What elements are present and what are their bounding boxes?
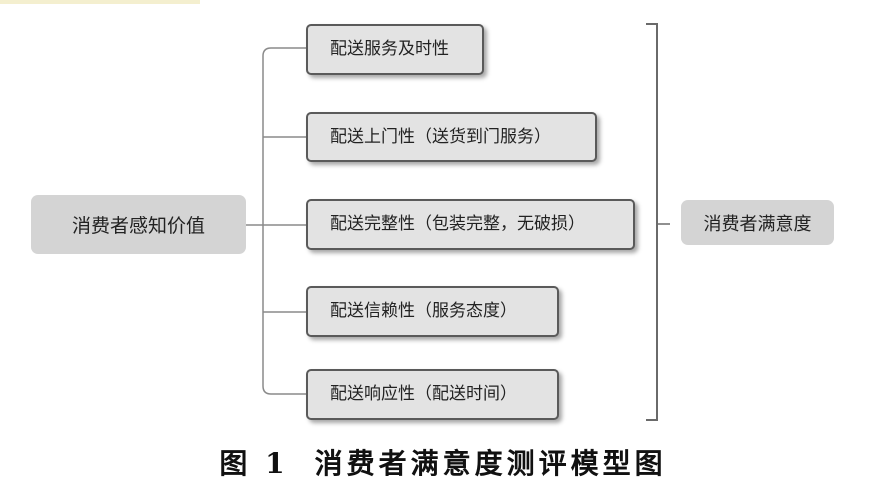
branch-box-1: 配送服务及时性: [306, 24, 484, 75]
left-node-perceived-value: 消费者感知价值: [31, 195, 246, 254]
branch-label-4: 配送信赖性（服务态度）: [330, 301, 517, 321]
branch-box-5: 配送响应性（配送时间）: [306, 369, 559, 420]
top-decoration-strip: [0, 0, 200, 4]
right-node-satisfaction: 消费者满意度: [681, 200, 834, 245]
branch-box-3: 配送完整性（包装完整，无破损）: [306, 199, 635, 250]
branch-box-2: 配送上门性（送货到门服务）: [306, 112, 597, 162]
right-bracket: [646, 23, 658, 421]
branch-spine: [262, 47, 272, 395]
branch-label-1: 配送服务及时性: [330, 39, 449, 59]
figure-caption: 图 1 消费者满意度测评模型图: [0, 446, 886, 482]
figure-title: 消费者满意度测评模型图: [314, 447, 667, 480]
figure-number: 图 1: [219, 447, 289, 480]
right-node-label: 消费者满意度: [703, 213, 812, 235]
branch-label-2: 配送上门性（送货到门服务）: [330, 126, 551, 147]
branch-label-5: 配送响应性（配送时间）: [330, 384, 517, 404]
branch-label-3: 配送完整性（包装完整，无破损）: [330, 214, 585, 234]
branch-box-4: 配送信赖性（服务态度）: [306, 286, 559, 337]
left-node-label: 消费者感知价值: [71, 215, 205, 237]
